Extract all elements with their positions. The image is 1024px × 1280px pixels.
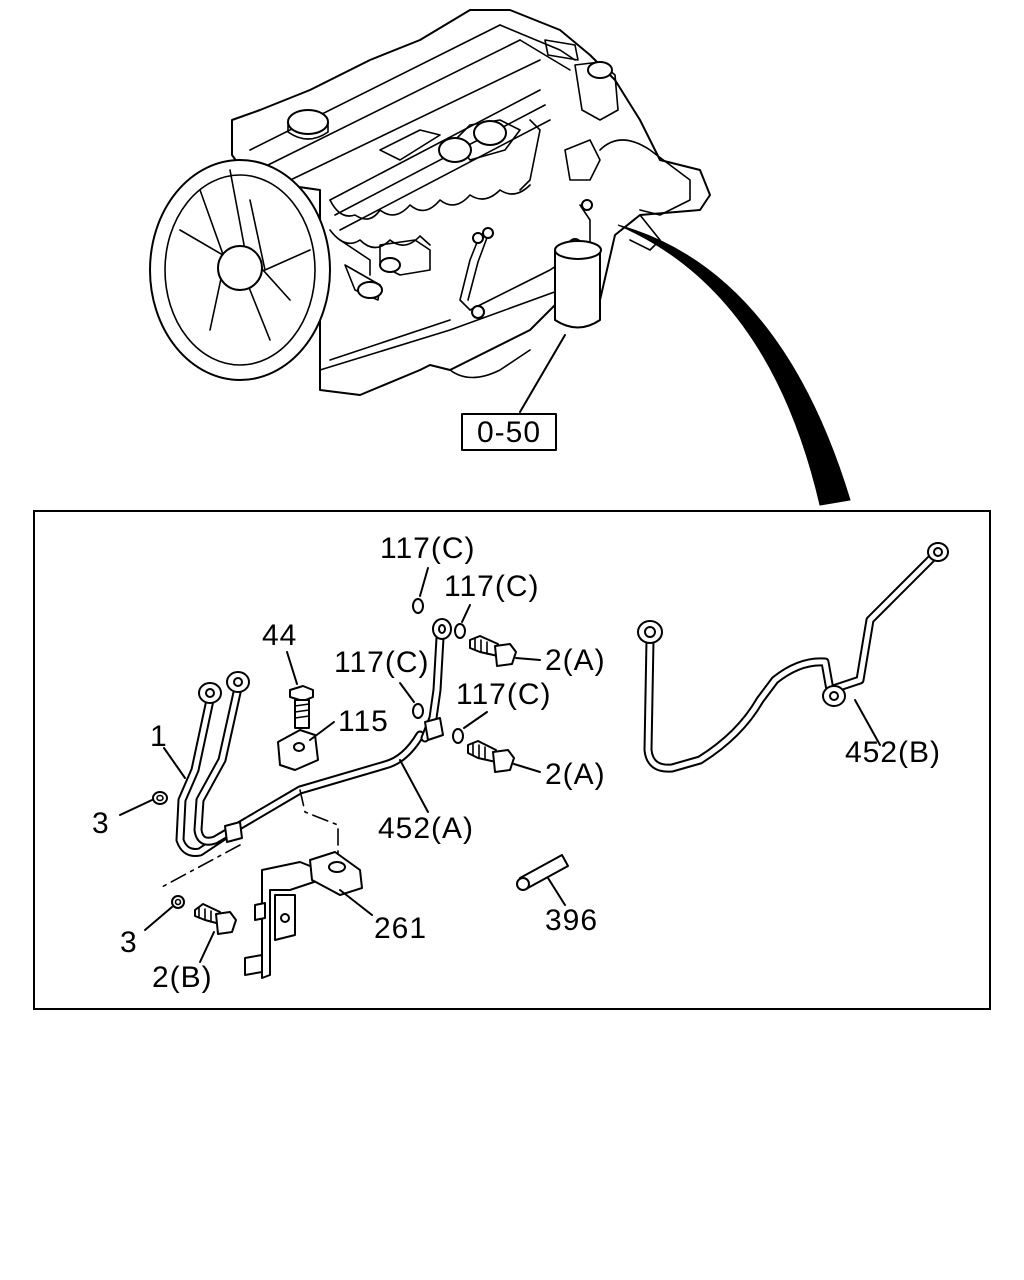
label-117c-d: 117(C) bbox=[456, 678, 551, 711]
label-3-upper: 3 bbox=[92, 807, 110, 840]
washer-117c-a[interactable] bbox=[412, 598, 424, 614]
label-1: 1 bbox=[150, 720, 168, 753]
label-2a-lower: 2(A) bbox=[545, 758, 606, 791]
washer-3-upper[interactable] bbox=[152, 791, 168, 805]
bolt-44[interactable] bbox=[289, 685, 314, 729]
label-452a: 452(A) bbox=[378, 812, 474, 845]
label-2a-upper: 2(A) bbox=[545, 644, 606, 677]
engine-illustration bbox=[149, 9, 711, 396]
centerline-bolt2b bbox=[159, 844, 241, 889]
label-3-lower: 3 bbox=[120, 926, 138, 959]
leader-117c-d bbox=[463, 711, 488, 729]
label-261: 261 bbox=[374, 912, 427, 945]
filter-leader-line bbox=[519, 334, 566, 413]
label-115: 115 bbox=[338, 705, 389, 738]
leader-117c-a bbox=[419, 567, 429, 597]
leader-1 bbox=[163, 747, 186, 779]
leader-2a-upper bbox=[515, 657, 541, 661]
leader-117c-b bbox=[461, 604, 471, 623]
washer-3-lower[interactable] bbox=[171, 895, 185, 909]
leader-3-upper bbox=[119, 799, 153, 816]
label-117c-b: 117(C) bbox=[444, 570, 539, 603]
washer-117c-d[interactable] bbox=[452, 728, 464, 744]
pipe-452a[interactable] bbox=[420, 618, 452, 743]
pipe-452b[interactable] bbox=[637, 542, 949, 773]
washer-117c-c[interactable] bbox=[412, 703, 424, 719]
leader-2a-lower bbox=[513, 763, 541, 773]
bracket-261[interactable] bbox=[244, 851, 363, 979]
detail-frame bbox=[33, 510, 991, 1010]
leader-452b bbox=[854, 699, 881, 746]
leader-117c-c bbox=[399, 682, 415, 703]
bolt-2a-lower[interactable] bbox=[467, 740, 515, 773]
label-117c-a: 117(C) bbox=[380, 532, 475, 565]
leader-2b bbox=[199, 931, 215, 963]
bolt-2a-upper[interactable] bbox=[469, 635, 517, 667]
leader-44 bbox=[286, 651, 298, 685]
leader-452a bbox=[399, 759, 429, 813]
label-396: 396 bbox=[545, 904, 598, 937]
bolt-2b[interactable] bbox=[194, 903, 237, 935]
label-117c-c: 117(C) bbox=[334, 646, 429, 679]
label-2b: 2(B) bbox=[152, 961, 213, 994]
leader-3-lower bbox=[144, 906, 173, 931]
detail-pointer-arrow bbox=[617, 224, 851, 506]
reference-box[interactable] bbox=[461, 413, 557, 451]
label-44: 44 bbox=[262, 619, 297, 652]
pipe-1[interactable] bbox=[175, 671, 425, 857]
label-452b: 452(B) bbox=[845, 736, 941, 769]
leader-261 bbox=[339, 889, 373, 916]
washer-117c-b[interactable] bbox=[454, 623, 466, 639]
reference-label: 0-50 bbox=[477, 416, 541, 449]
leader-396 bbox=[547, 877, 566, 906]
pin-396[interactable] bbox=[516, 854, 569, 891]
leader-115 bbox=[309, 721, 335, 741]
centerline-bolt44 bbox=[299, 789, 339, 856]
